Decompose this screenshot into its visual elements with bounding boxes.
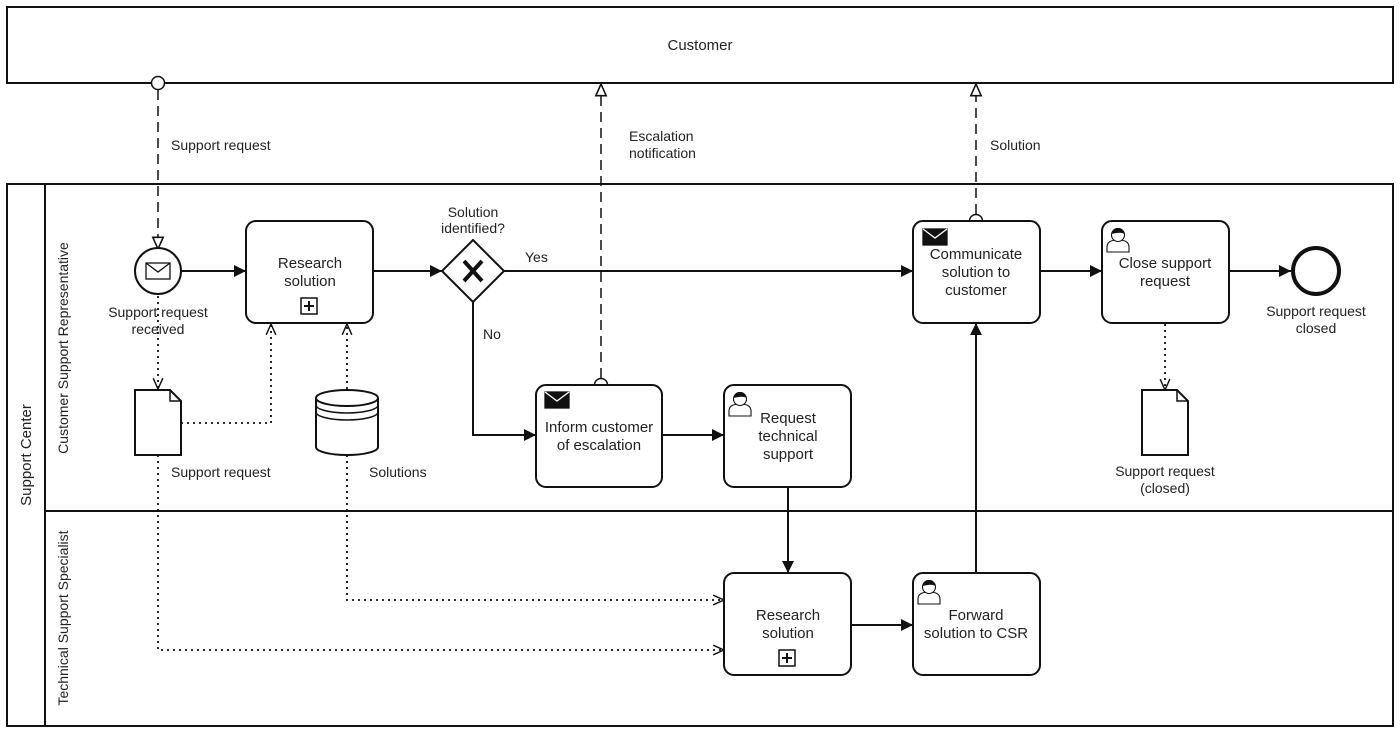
- support-center-pool-title: Support Center: [18, 404, 35, 506]
- end-event: Support request closed: [1266, 246, 1366, 336]
- escalation-flow-label-line1: Escalation: [629, 128, 694, 144]
- task-label-line1: Research: [278, 255, 342, 272]
- end-event-label-line1: Support request: [1266, 303, 1366, 319]
- task-forward-solution[interactable]: Forward solution to CSR: [912, 572, 1041, 676]
- task-research-solution-csr[interactable]: Research solution: [245, 220, 374, 324]
- gateway-no-label: No: [483, 326, 501, 342]
- send-message-icon: [922, 228, 948, 246]
- task-label-line3: customer: [945, 282, 1007, 299]
- task-label-line2: solution: [284, 273, 336, 290]
- task-label-line3: support: [763, 446, 814, 463]
- start-event-label-line2: received: [132, 321, 185, 337]
- gateway-yes-label: Yes: [525, 249, 548, 265]
- data-associations: [158, 296, 1165, 650]
- data-store-label: Solutions: [369, 464, 427, 480]
- task-label-line1: Communicate: [930, 246, 1023, 263]
- message-flow-support-request: Support request: [150, 75, 271, 249]
- data-object-label-line2: (closed): [1140, 480, 1190, 496]
- end-event-label-line2: closed: [1296, 320, 1336, 336]
- send-message-icon: [544, 391, 570, 409]
- task-request-technical-support[interactable]: Request technical support: [723, 384, 852, 488]
- support-request-flow-label: Support request: [171, 137, 271, 153]
- data-object-support-request-closed: Support request (closed): [1115, 389, 1215, 496]
- gateway-label-line2: identified?: [441, 220, 505, 236]
- task-label-line2: of escalation: [557, 437, 641, 454]
- task-label-line2: solution to: [942, 264, 1010, 281]
- task-label-line1: Close support: [1119, 255, 1212, 272]
- task-label-line1: Research: [756, 607, 820, 624]
- data-store-solutions: Solutions: [315, 389, 427, 480]
- data-object-support-request: Support request: [134, 389, 271, 480]
- lane-title-tss: Technical Support Specialist: [55, 530, 71, 705]
- data-object-label-line1: Support request: [1115, 463, 1215, 479]
- task-label-line1: Request: [760, 410, 817, 427]
- customer-pool-title: Customer: [667, 37, 732, 54]
- data-object-label: Support request: [171, 464, 271, 480]
- task-inform-customer[interactable]: Inform customer of escalation: [535, 384, 663, 488]
- start-event-label-line1: Support request: [108, 304, 208, 320]
- task-label-line2: solution: [762, 625, 814, 642]
- exclusive-gateway: Solution identified? Yes No: [440, 204, 548, 342]
- x-icon: [462, 259, 484, 283]
- subprocess-expand-icon[interactable]: [300, 297, 318, 315]
- gateway-label-line1: Solution: [448, 204, 499, 220]
- task-communicate-solution[interactable]: Communicate solution to customer: [912, 220, 1041, 324]
- task-label-line1: Inform customer: [545, 419, 653, 436]
- subprocess-expand-icon[interactable]: [778, 649, 796, 667]
- envelope-icon: [145, 262, 171, 280]
- task-label-line2: technical: [758, 428, 817, 445]
- sequence-flows: [181, 265, 1291, 631]
- customer-pool: Customer: [6, 6, 1394, 84]
- solution-flow-label: Solution: [990, 137, 1041, 153]
- start-event-message: Support request received: [108, 247, 208, 337]
- escalation-flow-label-line2: notification: [629, 145, 696, 161]
- task-label-line2: solution to CSR: [924, 625, 1028, 642]
- lane-title-csr: Customer Support Representative: [55, 242, 71, 454]
- task-label-line1: Forward: [948, 607, 1003, 624]
- task-research-solution-tss[interactable]: Research solution: [723, 572, 852, 676]
- task-label-line2: request: [1140, 273, 1191, 290]
- task-close-support-request[interactable]: Close support request: [1101, 220, 1230, 324]
